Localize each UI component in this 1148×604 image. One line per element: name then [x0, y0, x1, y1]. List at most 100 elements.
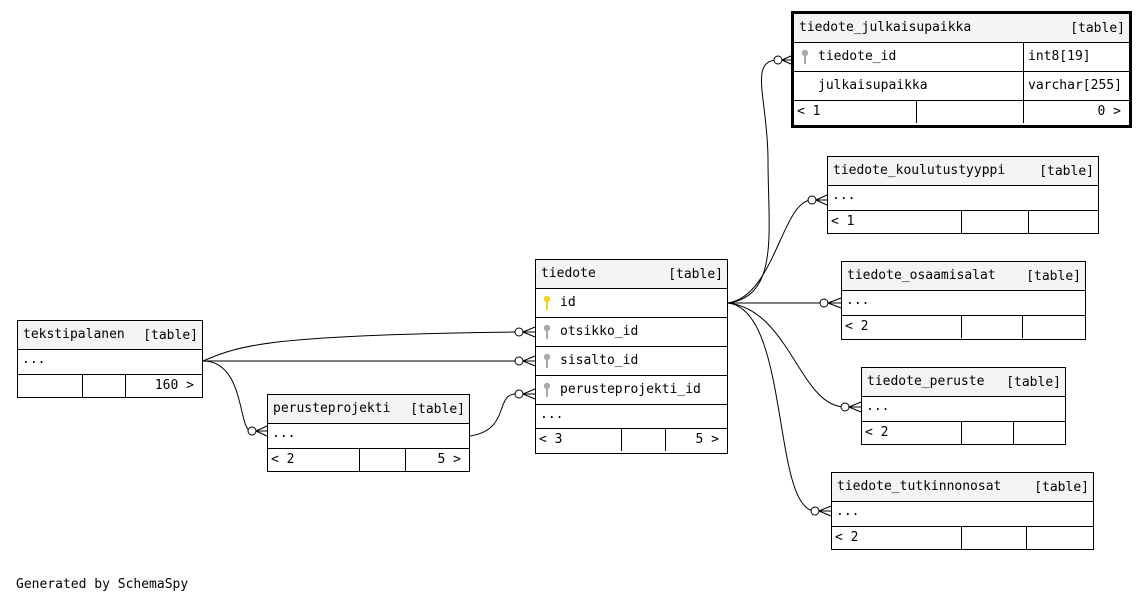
children-count[interactable]: 5 >: [437, 452, 461, 467]
footer-divider: [961, 211, 962, 233]
more-columns[interactable]: ...: [832, 502, 1093, 527]
footer-divider: [1028, 211, 1029, 233]
table-header: tiedote_tutkinnonosat [table]: [832, 473, 1093, 502]
more-columns[interactable]: ...: [18, 350, 202, 375]
column-row[interactable]: tiedote_id int8[19]: [794, 43, 1129, 72]
table-tiedote[interactable]: tiedote [table] id otsikko_id sisalto_id…: [535, 259, 728, 454]
more-columns[interactable]: ...: [862, 397, 1065, 422]
table-kind: [table]: [410, 402, 465, 417]
column-row[interactable]: otsikko_id: [536, 318, 727, 347]
crowfoot-prongs: [848, 401, 862, 413]
table-footer: < 2: [842, 316, 1085, 338]
table-footer: < 2: [832, 527, 1093, 549]
table-header: tiedote_osaamisalat [table]: [842, 262, 1085, 291]
parents-count[interactable]: < 1: [831, 214, 855, 229]
table-name[interactable]: tiedote_peruste: [867, 374, 985, 389]
table-tiedote-koulutustyyppi[interactable]: tiedote_koulutustyyppi [table] ... < 1: [827, 156, 1099, 234]
more-columns[interactable]: ...: [842, 291, 1085, 316]
more-columns[interactable]: ...: [268, 424, 469, 449]
crowfoot-circle: [514, 327, 524, 337]
table-name[interactable]: tiedote_koulutustyyppi: [833, 163, 1006, 178]
type-separator: [1023, 72, 1024, 100]
footer-divider: [916, 101, 917, 123]
table-kind: [table]: [1034, 480, 1089, 495]
table-header: tekstipalanen [table]: [18, 321, 202, 350]
table-name[interactable]: tiedote: [541, 266, 596, 281]
table-name[interactable]: tekstipalanen: [23, 327, 125, 342]
table-name[interactable]: tiedote_julkaisupaikka: [799, 20, 972, 35]
footer-divider: [1026, 527, 1027, 549]
more-columns[interactable]: ...: [828, 186, 1098, 211]
parents-count[interactable]: < 2: [835, 530, 859, 545]
crowfoot-circle: [514, 356, 524, 366]
generated-by-label: Generated by SchemaSpy: [16, 577, 189, 592]
table-tiedote-peruste[interactable]: tiedote_peruste [table] ... < 2: [861, 367, 1066, 445]
edge-tekstipalanen-otsikko: [202, 331, 516, 362]
children-count[interactable]: 160 >: [154, 378, 194, 393]
parents-count[interactable]: < 2: [865, 425, 889, 440]
edge-tiedote-tutkinnonosat: [727, 302, 816, 512]
table-kind: [table]: [668, 267, 723, 282]
table-perusteprojekti[interactable]: perusteprojekti [table] ... < 2 5 >: [267, 394, 470, 472]
column-row[interactable]: perusteprojekti_id: [536, 376, 727, 405]
table-footer: < 2: [862, 422, 1065, 444]
footer-divider: [1022, 316, 1023, 338]
foreign-key-icon: [543, 324, 551, 339]
table-header: tiedote [table]: [536, 260, 727, 289]
table-kind: [table]: [1039, 164, 1094, 179]
parents-count[interactable]: < 2: [271, 452, 295, 467]
table-name[interactable]: perusteprojekti: [273, 401, 391, 416]
table-tiedote-osaamisalat[interactable]: tiedote_osaamisalat [table] ... < 2: [841, 261, 1086, 340]
crowfoot-prongs: [255, 425, 268, 437]
crowfoot-prongs: [815, 194, 828, 206]
crowfoot-prongs: [818, 505, 832, 517]
table-tekstipalanen[interactable]: tekstipalanen [table] ... 160 >: [17, 320, 203, 398]
crowfoot-prongs: [522, 388, 536, 400]
edge-tekstipalanen-perusteprojekti: [202, 360, 252, 432]
more-columns[interactable]: ...: [536, 405, 727, 429]
table-header: tiedote_peruste [table]: [862, 368, 1065, 397]
table-tiedote-tutkinnonosat[interactable]: tiedote_tutkinnonosat [table] ... < 2: [831, 472, 1094, 550]
column-name[interactable]: julkaisupaikka: [818, 78, 928, 93]
column-name[interactable]: otsikko_id: [560, 324, 639, 339]
table-kind: [table]: [1006, 375, 1061, 390]
foreign-key-icon: [543, 382, 551, 397]
table-footer: < 1: [828, 211, 1098, 233]
edge-tiedote-koulutustyyppi: [727, 199, 813, 304]
column-name[interactable]: tiedote_id: [818, 49, 897, 64]
column-type: varchar[255]: [1028, 78, 1122, 93]
footer-divider: [1013, 422, 1014, 444]
column-row[interactable]: id: [536, 289, 727, 318]
table-name[interactable]: tiedote_tutkinnonosat: [837, 479, 1002, 494]
crowfoot-circle: [773, 55, 783, 65]
column-name[interactable]: id: [560, 295, 576, 310]
crowfoot-circle: [247, 426, 257, 436]
crowfoot-prongs: [522, 355, 536, 367]
children-count[interactable]: 0 >: [1097, 104, 1121, 119]
table-header: tiedote_julkaisupaikka [table]: [794, 14, 1129, 43]
table-footer: < 1 0 >: [794, 101, 1129, 123]
footer-divider: [405, 449, 406, 471]
footer-divider: [125, 375, 126, 397]
table-header: perusteprojekti [table]: [268, 395, 469, 424]
children-count[interactable]: 5 >: [695, 432, 719, 447]
table-tiedote-julkaisupaikka[interactable]: tiedote_julkaisupaikka [table] tiedote_i…: [791, 11, 1132, 128]
footer-divider: [961, 527, 962, 549]
footer-divider: [665, 429, 666, 451]
parents-count[interactable]: < 1: [797, 104, 821, 119]
parents-count[interactable]: < 3: [539, 432, 563, 447]
parents-count[interactable]: < 2: [845, 319, 869, 334]
column-row[interactable]: julkaisupaikka varchar[255]: [794, 72, 1129, 101]
crowfoot-circle: [807, 195, 817, 205]
footer-divider: [82, 375, 83, 397]
table-kind: [table]: [1070, 21, 1125, 36]
column-row[interactable]: sisalto_id: [536, 347, 727, 376]
crowfoot-circle: [840, 402, 850, 412]
crowfoot-circle: [819, 298, 829, 308]
type-separator: [1023, 43, 1024, 71]
table-name[interactable]: tiedote_osaamisalat: [847, 268, 996, 283]
column-name[interactable]: perusteprojekti_id: [560, 382, 701, 397]
column-name[interactable]: sisalto_id: [560, 353, 639, 368]
edge-tiedote-peruste: [727, 302, 846, 408]
table-header: tiedote_koulutustyyppi [table]: [828, 157, 1098, 186]
